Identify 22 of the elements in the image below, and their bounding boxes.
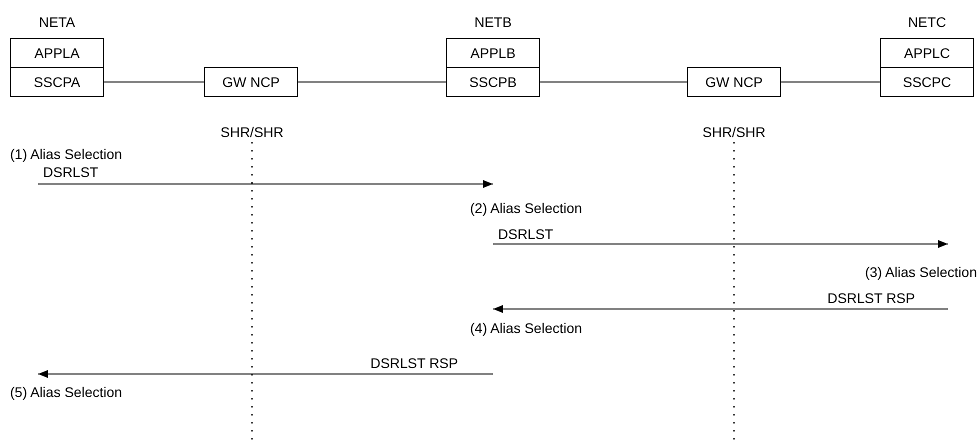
process-box: SSCPA <box>10 67 104 97</box>
process-box: SSCPC <box>880 67 974 97</box>
process-box: SSCPB <box>446 67 540 97</box>
link-label: SHR/SHR <box>702 124 766 140</box>
step-label: (1) Alias Selection <box>10 146 122 162</box>
process-box: APPLC <box>880 38 974 68</box>
process-box: GW NCP <box>687 67 781 97</box>
message-label: DSRLST <box>43 164 98 180</box>
process-box: GW NCP <box>204 67 298 97</box>
process-box: APPLA <box>10 38 104 68</box>
step-label: (4) Alias Selection <box>470 320 582 336</box>
network-name: NETB <box>474 14 512 30</box>
message-label: DSRLST RSP <box>370 355 458 371</box>
message-label: DSRLST RSP <box>827 290 915 306</box>
message-label: DSRLST <box>498 226 554 242</box>
link-label: SHR/SHR <box>220 124 284 140</box>
step-label: (3) Alias Selection <box>864 264 977 280</box>
network-name: NETC <box>908 14 946 30</box>
step-label: (5) Alias Selection <box>10 384 122 400</box>
process-box: APPLB <box>446 38 540 68</box>
network-name: NETA <box>38 14 76 30</box>
step-label: (2) Alias Selection <box>470 200 582 216</box>
